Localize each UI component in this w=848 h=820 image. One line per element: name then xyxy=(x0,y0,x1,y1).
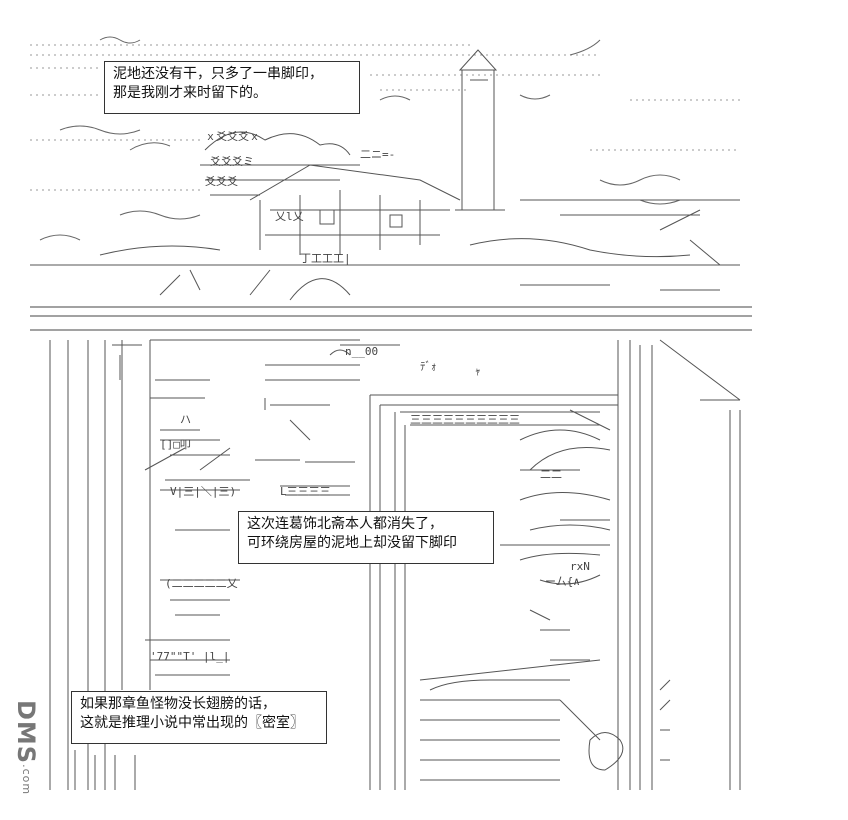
site-watermark: DMS.com xyxy=(6,700,40,810)
svg-text:二ニ=-: 二ニ=- xyxy=(360,148,395,161)
svg-text:ｬ: ｬ xyxy=(475,365,481,378)
caption-bottom-line1: 如果那章鱼怪物没长翅膀的话， xyxy=(80,696,276,712)
svg-text:爻爻爻: 爻爻爻 xyxy=(205,175,238,188)
svg-text:ｘ爻爻爻ｘ: ｘ爻爻爻ｘ xyxy=(205,130,260,143)
svg-text:二二: 二二 xyxy=(540,468,562,481)
svg-text:三三三三三三三三三三: 三三三三三三三三三三 xyxy=(410,413,520,426)
caption-top-line2: 那是我刚才来时留下的。 xyxy=(113,85,267,101)
caption-bottom: 如果那章鱼怪物没长翅膀的话， 这就是推理小说中常出现的〖密室〗 xyxy=(71,691,327,744)
caption-middle-line2: 可环绕房屋的泥地上却没留下脚印 xyxy=(247,535,457,551)
caption-bottom-line2: 这就是推理小说中常出现的〖密室〗 xyxy=(80,715,304,731)
svg-text:(二二二二二乂: (二二二二二乂 xyxy=(165,577,238,590)
svg-text:n__00: n__00 xyxy=(345,345,378,358)
caption-top: 泥地还没有干，只多了一串脚印， 那是我刚才来时留下的。 xyxy=(104,61,360,114)
svg-text:L三三三三: L三三三三 xyxy=(280,485,331,498)
watermark-logo: DMS xyxy=(12,700,40,765)
svg-text:[]□叩: []□叩 xyxy=(160,438,191,451)
svg-text:rxN: rxN xyxy=(570,560,590,573)
svg-text:ーム{∧: ーム{∧ xyxy=(545,575,580,588)
svg-text:丁工工工|: 丁工工工| xyxy=(300,252,351,265)
svg-text:乂l乂: 乂l乂 xyxy=(275,210,304,223)
svg-text:ハ: ハ xyxy=(180,413,191,426)
svg-text:'77""T' |l_|: '77""T' |l_| xyxy=(150,650,229,663)
caption-middle-line1: 这次连葛饰北斋本人都消失了， xyxy=(247,516,443,532)
svg-text:爻爻爻ミ: 爻爻爻ミ xyxy=(210,155,254,168)
caption-top-line1: 泥地还没有干，只多了一串脚印， xyxy=(113,66,323,82)
svg-text:V|三|＼|三): V|三|＼|三) xyxy=(170,485,236,498)
caption-middle: 这次连葛饰北斋本人都消失了， 可环绕房屋的泥地上却没留下脚印 xyxy=(238,511,494,564)
watermark-site: .com xyxy=(20,764,33,796)
svg-text:ﾃﾞｫ: ﾃﾞｫ xyxy=(420,360,437,373)
